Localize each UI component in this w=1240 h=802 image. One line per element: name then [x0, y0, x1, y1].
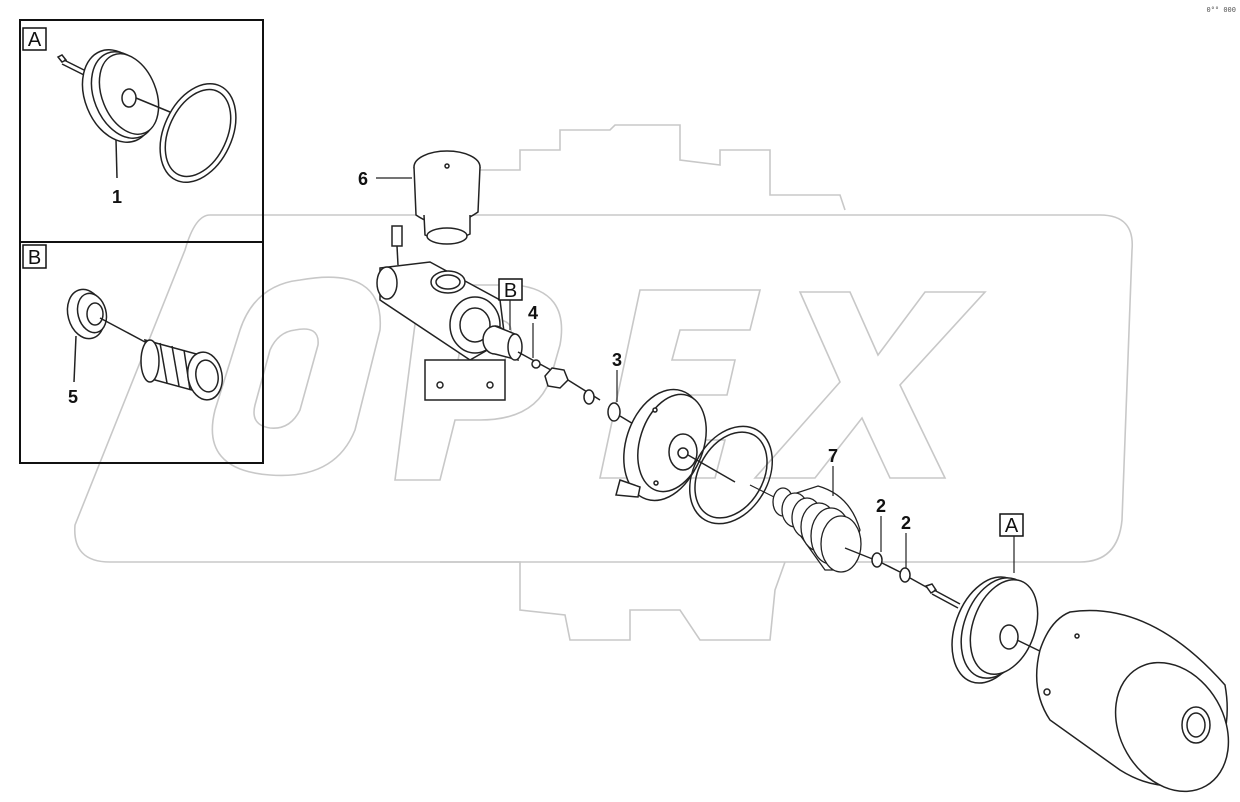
watermark-logo	[74, 124, 1133, 641]
inset-b-tag	[22, 244, 47, 269]
callout-7: 7	[828, 446, 838, 466]
housing-gasket	[688, 425, 774, 525]
callout-5: 5	[68, 387, 78, 407]
inset-b-frame	[19, 241, 264, 464]
callout-3: 3	[612, 350, 622, 370]
piston-assembly-a	[56, 49, 237, 184]
bleed-valve	[391, 225, 403, 266]
ref-a-letter: A	[1005, 515, 1019, 537]
callout-1: 1	[112, 187, 122, 207]
master-cylinder-body	[376, 261, 506, 401]
inset-a-letter: A	[28, 29, 42, 51]
washers-part-2	[871, 552, 929, 589]
seal-cup-assembly-b	[66, 288, 224, 401]
main-piston-a	[924, 576, 1051, 684]
callout-2a: 2	[876, 496, 886, 516]
ref-b-letter: B	[504, 280, 517, 302]
reservoir	[413, 150, 481, 245]
callout-4: 4	[528, 303, 538, 323]
rear-housing	[1035, 609, 1230, 793]
nut-part-4	[517, 351, 601, 401]
o-rings-part-3	[583, 389, 641, 429]
callout-6: 6	[358, 169, 368, 189]
inset-a: A 1	[19, 19, 264, 243]
ref-tag-a	[999, 513, 1024, 537]
inset-a-tag	[22, 27, 47, 51]
callout-2b: 2	[901, 513, 911, 533]
corner-code: 0°° 000	[1206, 6, 1236, 14]
inset-b: B 5	[19, 241, 264, 464]
cylinder-plunger	[482, 325, 523, 362]
inset-b-letter: B	[28, 247, 41, 269]
servo-front-housing	[615, 388, 736, 502]
return-spring-part-7	[772, 485, 876, 573]
